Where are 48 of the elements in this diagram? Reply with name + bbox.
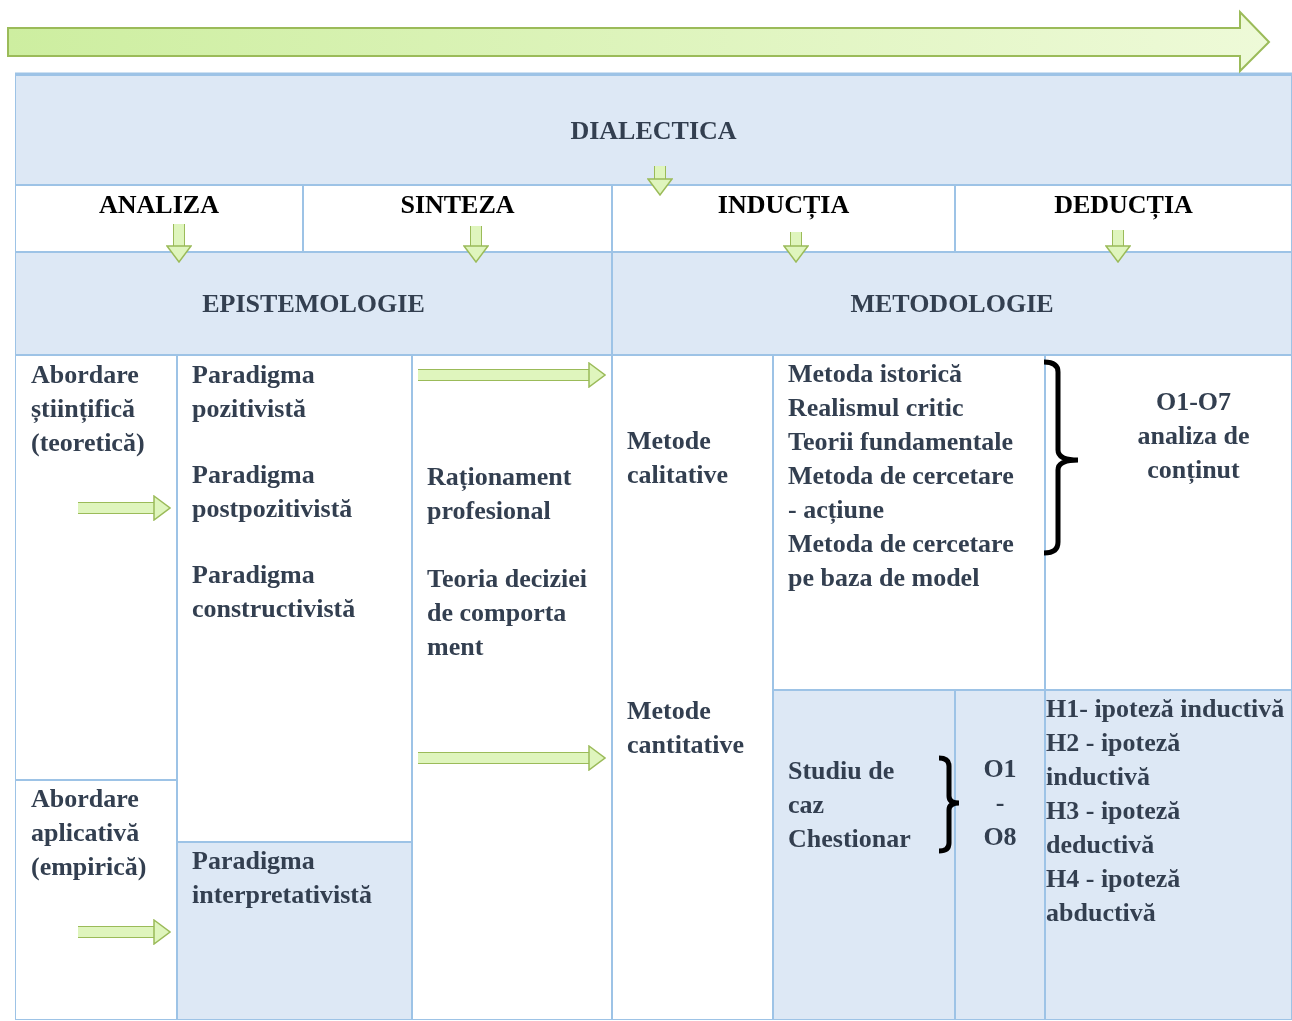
table-cell — [955, 185, 1292, 252]
table-cell — [15, 355, 177, 780]
cell-text: O1-O7 analiza de conținut — [1136, 386, 1251, 486]
cell-text: EPISTEMOLOGIE — [201, 288, 426, 320]
cell-text: Abordare aplicativă (empirică) — [31, 783, 148, 883]
cell-text: Paradigma postpozitivistă — [192, 459, 354, 525]
cell-text: Paradigma constructivistă — [192, 559, 357, 625]
cell-text: Chestionar — [788, 823, 912, 855]
cell-text: O1 - O8 — [982, 753, 1018, 853]
table-cell — [1045, 690, 1292, 1020]
table-cell — [773, 690, 955, 1020]
cell-text: H4 - ipoteză abductivă — [1046, 863, 1182, 929]
table-cell — [15, 185, 303, 252]
cell-text: Metoda istorică — [788, 358, 963, 390]
cell-text: Studiu de caz — [788, 755, 896, 821]
cell-text: Metode calitative — [627, 425, 730, 491]
table-cell — [612, 185, 955, 252]
cell-text: Paradigma pozitivistă — [192, 359, 316, 425]
cell-text: H1- ipoteză inductivă — [1046, 693, 1286, 725]
cell-text: ANALIZA — [98, 189, 220, 221]
cell-text: Teoria deciziei de comporta ment — [427, 563, 589, 663]
table-cell — [177, 355, 412, 842]
cell-text: SINTEZA — [399, 189, 516, 221]
cell-text: METODOLOGIE — [849, 288, 1055, 320]
table-cell — [15, 780, 177, 1020]
header-band — [15, 75, 1292, 185]
table-cell — [177, 842, 412, 1020]
cell-text: H2 - ipoteză inductivă — [1046, 727, 1182, 793]
table-cell — [612, 355, 773, 1020]
table-cell — [303, 185, 612, 252]
cell-text: Raționament profesional — [427, 461, 573, 527]
cell-text: Paradigma interpretativistă — [192, 845, 374, 911]
table-cell — [955, 690, 1045, 1020]
cell-text: Metode cantitative — [627, 695, 745, 761]
table-cell — [612, 252, 1292, 355]
table-cell — [1045, 355, 1292, 690]
cell-text: DIALECTICA — [569, 115, 738, 147]
table-cell — [412, 355, 612, 1020]
cell-text: Teorii fundamentale — [788, 426, 1015, 458]
cell-text: DEDUCȚIA — [1053, 189, 1194, 222]
cell-text: Metoda de cercetare - acțiune — [788, 460, 1015, 526]
cell-text: H3 - ipoteză deductivă — [1046, 795, 1182, 861]
table-cell — [773, 355, 1045, 690]
table-cell — [15, 252, 612, 355]
cell-text: Realismul critic — [788, 392, 965, 424]
cell-text: Abordare științifică (teoretică) — [31, 359, 146, 459]
cell-text: Metoda de cercetare pe baza de model — [788, 528, 1015, 594]
cell-text: INDUCȚIA — [716, 189, 851, 222]
